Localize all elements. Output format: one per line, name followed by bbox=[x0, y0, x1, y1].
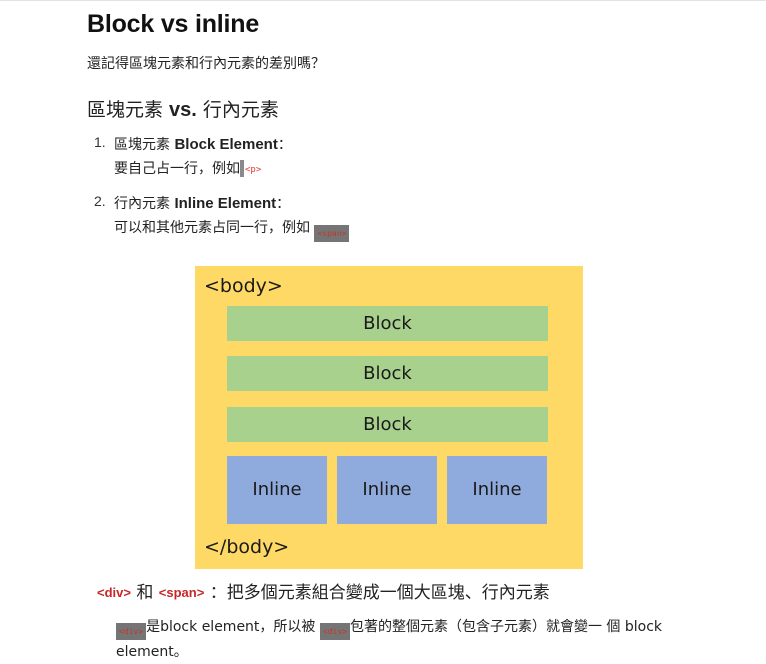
explanation-paragraph: <div>是block element，所以被 <div>包著的整個元素（包含子… bbox=[116, 615, 696, 664]
summary-text: ：把多個元素組合變成一個大區塊、行內元素 bbox=[204, 583, 550, 603]
paragraph-div-code-1: <div> bbox=[116, 623, 147, 640]
block-inline-diagram: <body> Block Block Block Inline Inline I… bbox=[195, 266, 583, 569]
section-heading-pre: 區塊元素 bbox=[87, 99, 170, 121]
diagram-body-open: <body> bbox=[204, 275, 283, 297]
diagram-body-close: </body> bbox=[204, 536, 290, 558]
page-title: Block vs inline bbox=[87, 10, 260, 38]
list-item-inline-label: 行內元素 Inline Element： bbox=[114, 193, 290, 213]
list-item-block-pre: 區塊元素 bbox=[114, 137, 175, 153]
paragraph-text-1: 是block element，所以被 bbox=[146, 619, 320, 635]
diagram-block-3-label: Block bbox=[363, 414, 412, 435]
text-cursor bbox=[240, 160, 244, 177]
diagram-block-2: Block bbox=[227, 356, 548, 391]
list-item-inline-desc-text: 可以和其他元素占同一行，例如 bbox=[114, 220, 315, 236]
section-heading-vs: vs. bbox=[169, 99, 197, 121]
list-number-1: 1. bbox=[94, 134, 106, 150]
diagram-inline-3-label: Inline bbox=[472, 479, 522, 500]
top-divider bbox=[0, 0, 766, 1]
list-item-block-label: 區塊元素 Block Element： bbox=[114, 134, 292, 154]
code-span-tag: <span> bbox=[314, 225, 350, 242]
list-number-2: 2. bbox=[94, 193, 106, 209]
section-heading-post: 行內元素 bbox=[196, 99, 279, 121]
diagram-inline-2: Inline bbox=[337, 456, 437, 524]
list-item-inline-pre: 行內元素 bbox=[114, 196, 175, 212]
list-item-inline-post: ： bbox=[276, 196, 291, 212]
summary-span-tag: <span> bbox=[158, 585, 205, 600]
summary-line: <div> 和 <span> ：把多個元素組合變成一個大區塊、行內元素 bbox=[97, 578, 550, 603]
section-heading: 區塊元素 vs. 行內元素 bbox=[87, 95, 279, 122]
diagram-inline-1: Inline bbox=[227, 456, 327, 524]
list-item-inline-bold: Inline Element bbox=[174, 195, 277, 212]
diagram-inline-1-label: Inline bbox=[252, 479, 302, 500]
intro-text: 還記得區塊元素和行內元素的差別嗎？ bbox=[87, 56, 325, 72]
list-item-block-desc: 要自己占一行，例如 <p> bbox=[114, 158, 261, 178]
paragraph-div-code-2: <div> bbox=[319, 623, 350, 640]
diagram-inline-2-label: Inline bbox=[362, 479, 412, 500]
code-p-tag: <p> bbox=[245, 165, 262, 175]
list-item-block-desc-text: 要自己占一行，例如 bbox=[114, 161, 240, 177]
paragraph-text-2: 包著的整個元素（包含子元素）就會變一 個 block element。 bbox=[116, 619, 663, 660]
list-item-inline-desc: 可以和其他元素占同一行，例如 <span> bbox=[114, 217, 350, 242]
list-item-block-post: ： bbox=[277, 137, 292, 153]
list-item-block-bold: Block Element bbox=[174, 136, 278, 153]
diagram-block-2-label: Block bbox=[363, 363, 412, 384]
diagram-block-3: Block bbox=[227, 407, 548, 442]
diagram-inline-3: Inline bbox=[447, 456, 547, 524]
summary-div-tag: <div> bbox=[97, 585, 131, 600]
diagram-block-1-label: Block bbox=[363, 313, 412, 334]
diagram-block-1: Block bbox=[227, 306, 548, 341]
summary-and: 和 bbox=[130, 583, 159, 603]
